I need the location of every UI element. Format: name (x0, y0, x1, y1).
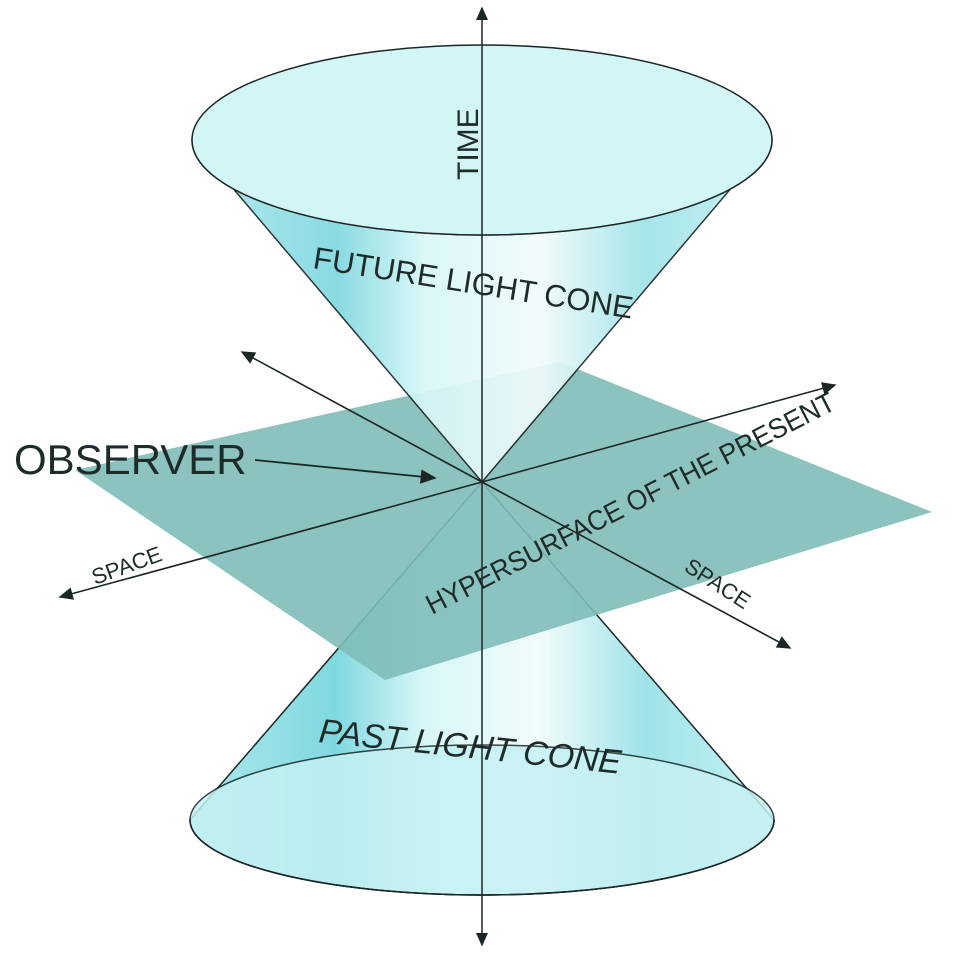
space-axis-2-down (481, 481, 792, 649)
observer-label: OBSERVER (14, 436, 247, 483)
space-left-label: SPACE (88, 541, 165, 589)
time-label: TIME (452, 108, 485, 180)
space-axis-1-left (58, 481, 483, 600)
hypersurface-plane (75, 362, 932, 680)
observer-arrow (254, 459, 437, 484)
space-axis-1-right (481, 382, 837, 483)
space-axis-2-up (240, 351, 483, 483)
